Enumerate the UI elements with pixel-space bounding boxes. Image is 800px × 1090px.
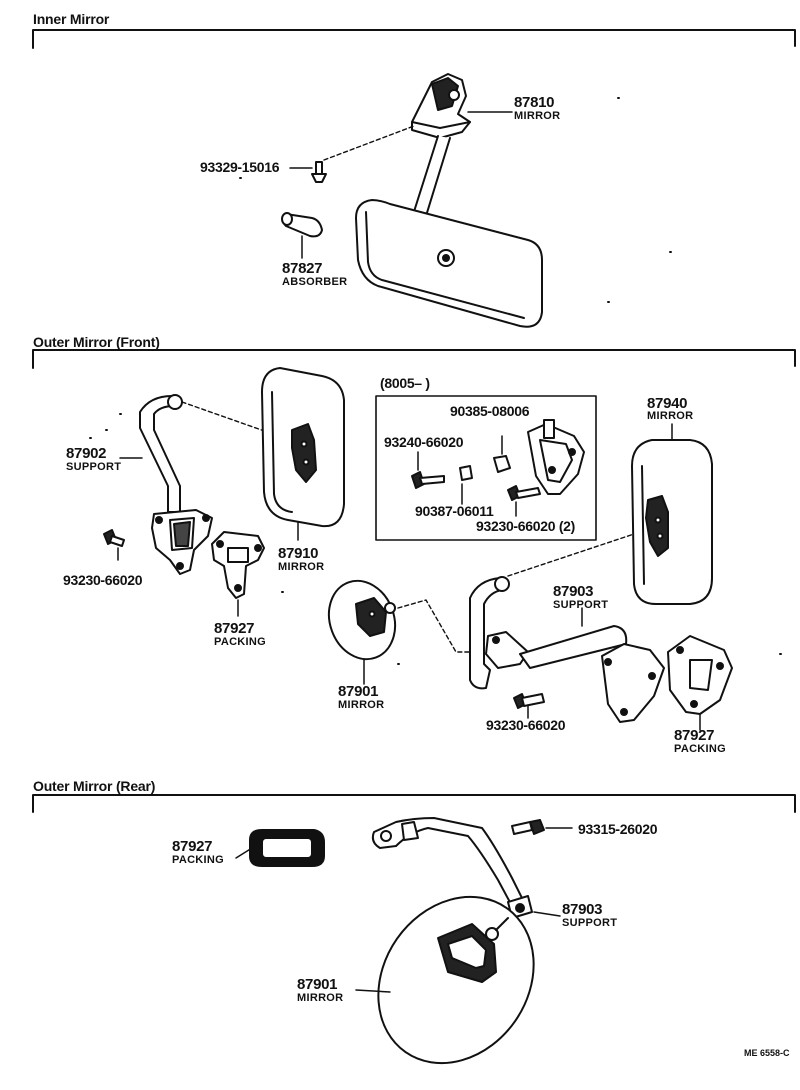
diagram-code: ME 6558-C [744, 1048, 790, 1058]
front-right-mirror-part-no: 87940 [647, 395, 688, 412]
absorber-part-name: ABSORBER [282, 276, 348, 288]
front-right-packing-part-no: 87927 [674, 727, 715, 744]
front-round-mirror-part-name: MIRROR [338, 699, 385, 711]
section-title-front: Outer Mirror (Front) [33, 334, 160, 350]
absorber-part-no: 87827 [282, 260, 323, 277]
front-round-mirror-part-no: 87901 [338, 683, 379, 700]
front-left-mirror-part-name: MIRROR [278, 561, 325, 573]
section-bracket-front [32, 349, 796, 369]
front-right-bolt-part-no: 93230-66020 [486, 717, 566, 733]
front-left-packing-part-no: 87927 [214, 620, 255, 637]
rear-support-part-name: SUPPORT [562, 917, 618, 929]
inset-part-c: 90387-06011 [415, 503, 494, 519]
section-bracket-inner [32, 29, 796, 49]
rear-mirror-part-name: MIRROR [297, 992, 344, 1004]
inner-mirror-part-name: MIRROR [514, 110, 561, 122]
rear-mirror-part-no: 87901 [297, 976, 338, 993]
rear-packing-part-name: PACKING [172, 854, 225, 866]
inset-box [375, 395, 597, 541]
rear-support-part-no: 87903 [562, 901, 603, 918]
front-left-mirror-part-no: 87910 [278, 545, 319, 562]
section-title-inner: Inner Mirror [33, 11, 110, 27]
front-right-mirror-part-name: MIRROR [647, 410, 694, 422]
rear-packing-part-no: 87927 [172, 838, 213, 855]
front-right-support-part-no: 87903 [553, 583, 594, 600]
inset-part-a: 90385-08006 [450, 403, 530, 419]
section-bracket-rear [32, 794, 796, 813]
front-right-assembly [281, 301, 782, 731]
front-support-part-name: SUPPORT [66, 461, 122, 473]
inner-screw-part-no: 93329-15016 [200, 159, 280, 175]
front-right-support-part-name: SUPPORT [553, 599, 609, 611]
inset-box-title: (8005– ) [380, 375, 430, 391]
section-title-rear: Outer Mirror (Rear) [33, 778, 156, 794]
rear-bolt-part-no: 93315-26020 [578, 821, 658, 837]
front-left-assembly [89, 367, 345, 617]
inset-part-d: 93230-66020 (2) [476, 518, 576, 534]
front-support-part-no: 87902 [66, 445, 107, 462]
inner-mirror-part-no: 87810 [514, 94, 555, 111]
front-left-packing-part-name: PACKING [214, 636, 267, 648]
front-right-packing-part-name: PACKING [674, 743, 727, 755]
inner-mirror-assembly [239, 73, 672, 328]
front-left-bolt-part-no: 93230-66020 [63, 572, 143, 588]
inset-part-b: 93240-66020 [384, 434, 464, 450]
rear-assembly [235, 817, 573, 1065]
